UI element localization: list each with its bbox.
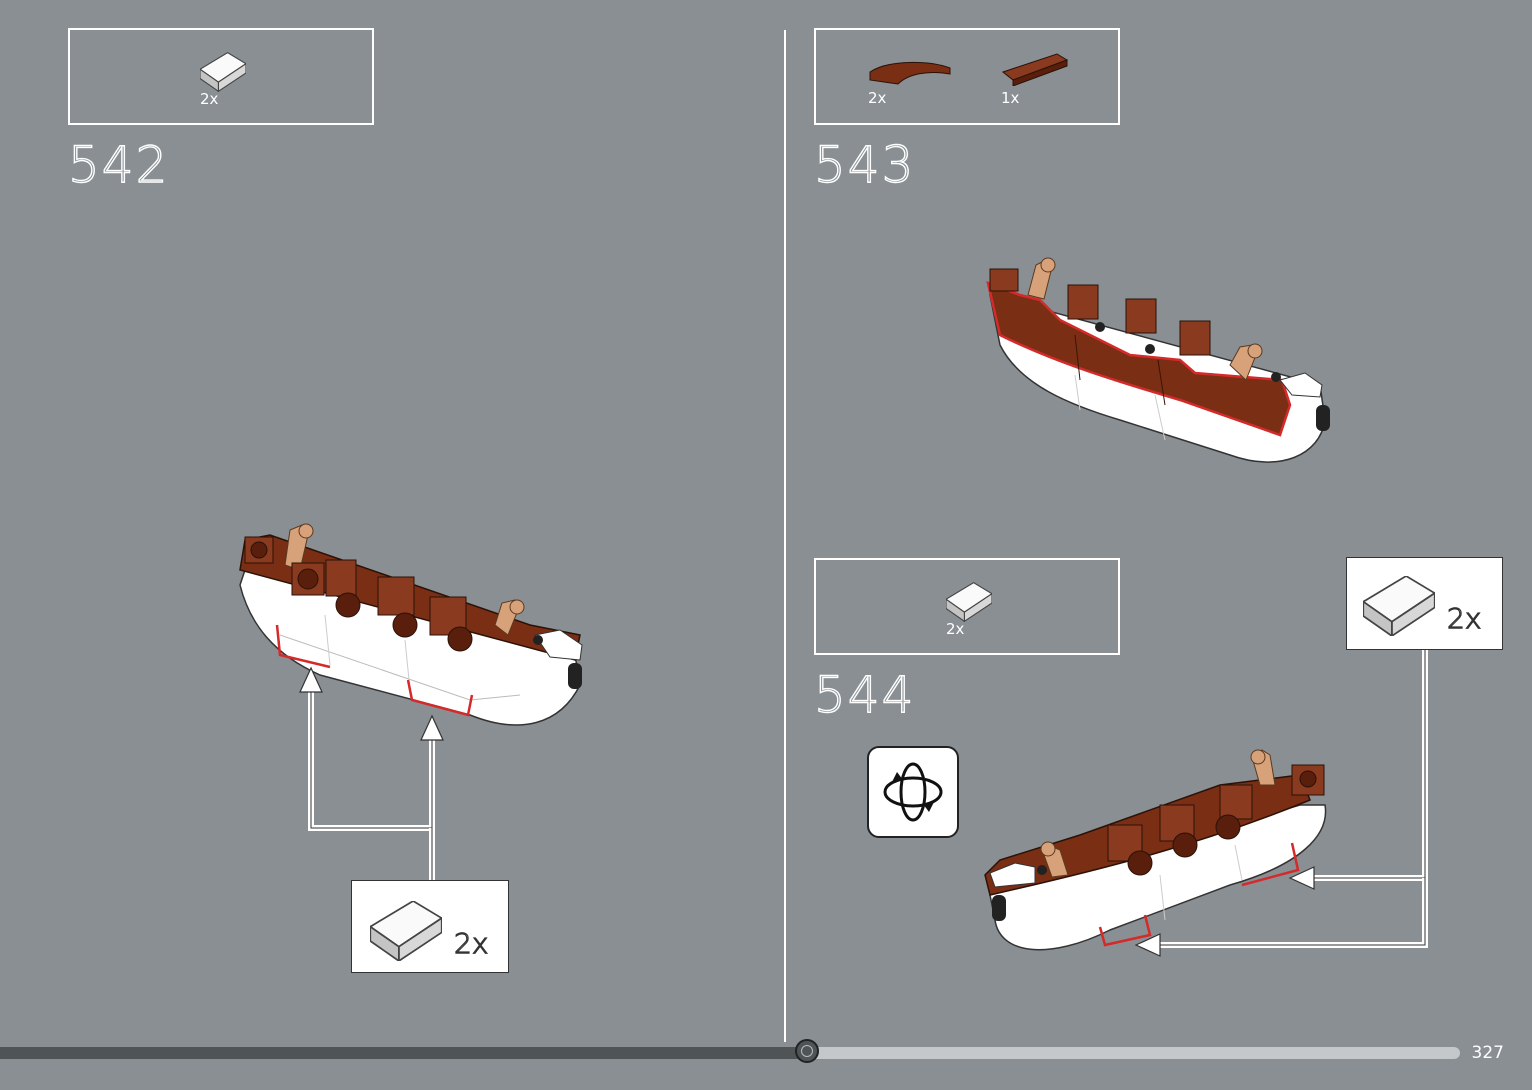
step-544-callout: 2x bbox=[1346, 557, 1503, 650]
progress-knob bbox=[795, 1039, 819, 1063]
step-542-arrows bbox=[290, 660, 450, 890]
step-number-543: 543 bbox=[814, 140, 915, 190]
page-progress-bar bbox=[0, 1047, 1460, 1059]
white-slope-part-icon bbox=[1363, 576, 1435, 636]
part-quantity: 1x bbox=[1001, 89, 1019, 107]
step-542-callout: 2x bbox=[351, 880, 509, 973]
step-543-parts-box: 2x 1x bbox=[814, 28, 1120, 125]
rotate-model-icon bbox=[877, 756, 949, 828]
callout-quantity: 2x bbox=[1447, 602, 1481, 635]
part-quantity: 2x bbox=[200, 90, 218, 108]
step-544-arrows bbox=[1130, 645, 1440, 965]
step-542-parts-box: 2x bbox=[68, 28, 374, 125]
callout-quantity: 2x bbox=[454, 927, 488, 960]
rotate-model-icon-box bbox=[867, 746, 959, 838]
progress-fill bbox=[0, 1047, 805, 1059]
step-number-542: 542 bbox=[68, 140, 169, 190]
white-slope-part-icon bbox=[370, 901, 442, 961]
white-slope-part-icon bbox=[946, 582, 992, 622]
step-544-parts-box: 2x bbox=[814, 558, 1120, 655]
part-quantity: 2x bbox=[868, 89, 886, 107]
curved-brown-slope-part-icon bbox=[868, 58, 953, 88]
page-number: 327 bbox=[1472, 1043, 1504, 1063]
white-slope-part-icon bbox=[200, 52, 246, 92]
brown-tile-part-icon bbox=[1001, 52, 1069, 86]
part-quantity: 2x bbox=[946, 620, 964, 638]
step-number-544: 544 bbox=[814, 670, 915, 720]
boat-model-step-543 bbox=[980, 255, 1340, 475]
page-divider bbox=[784, 30, 786, 1042]
